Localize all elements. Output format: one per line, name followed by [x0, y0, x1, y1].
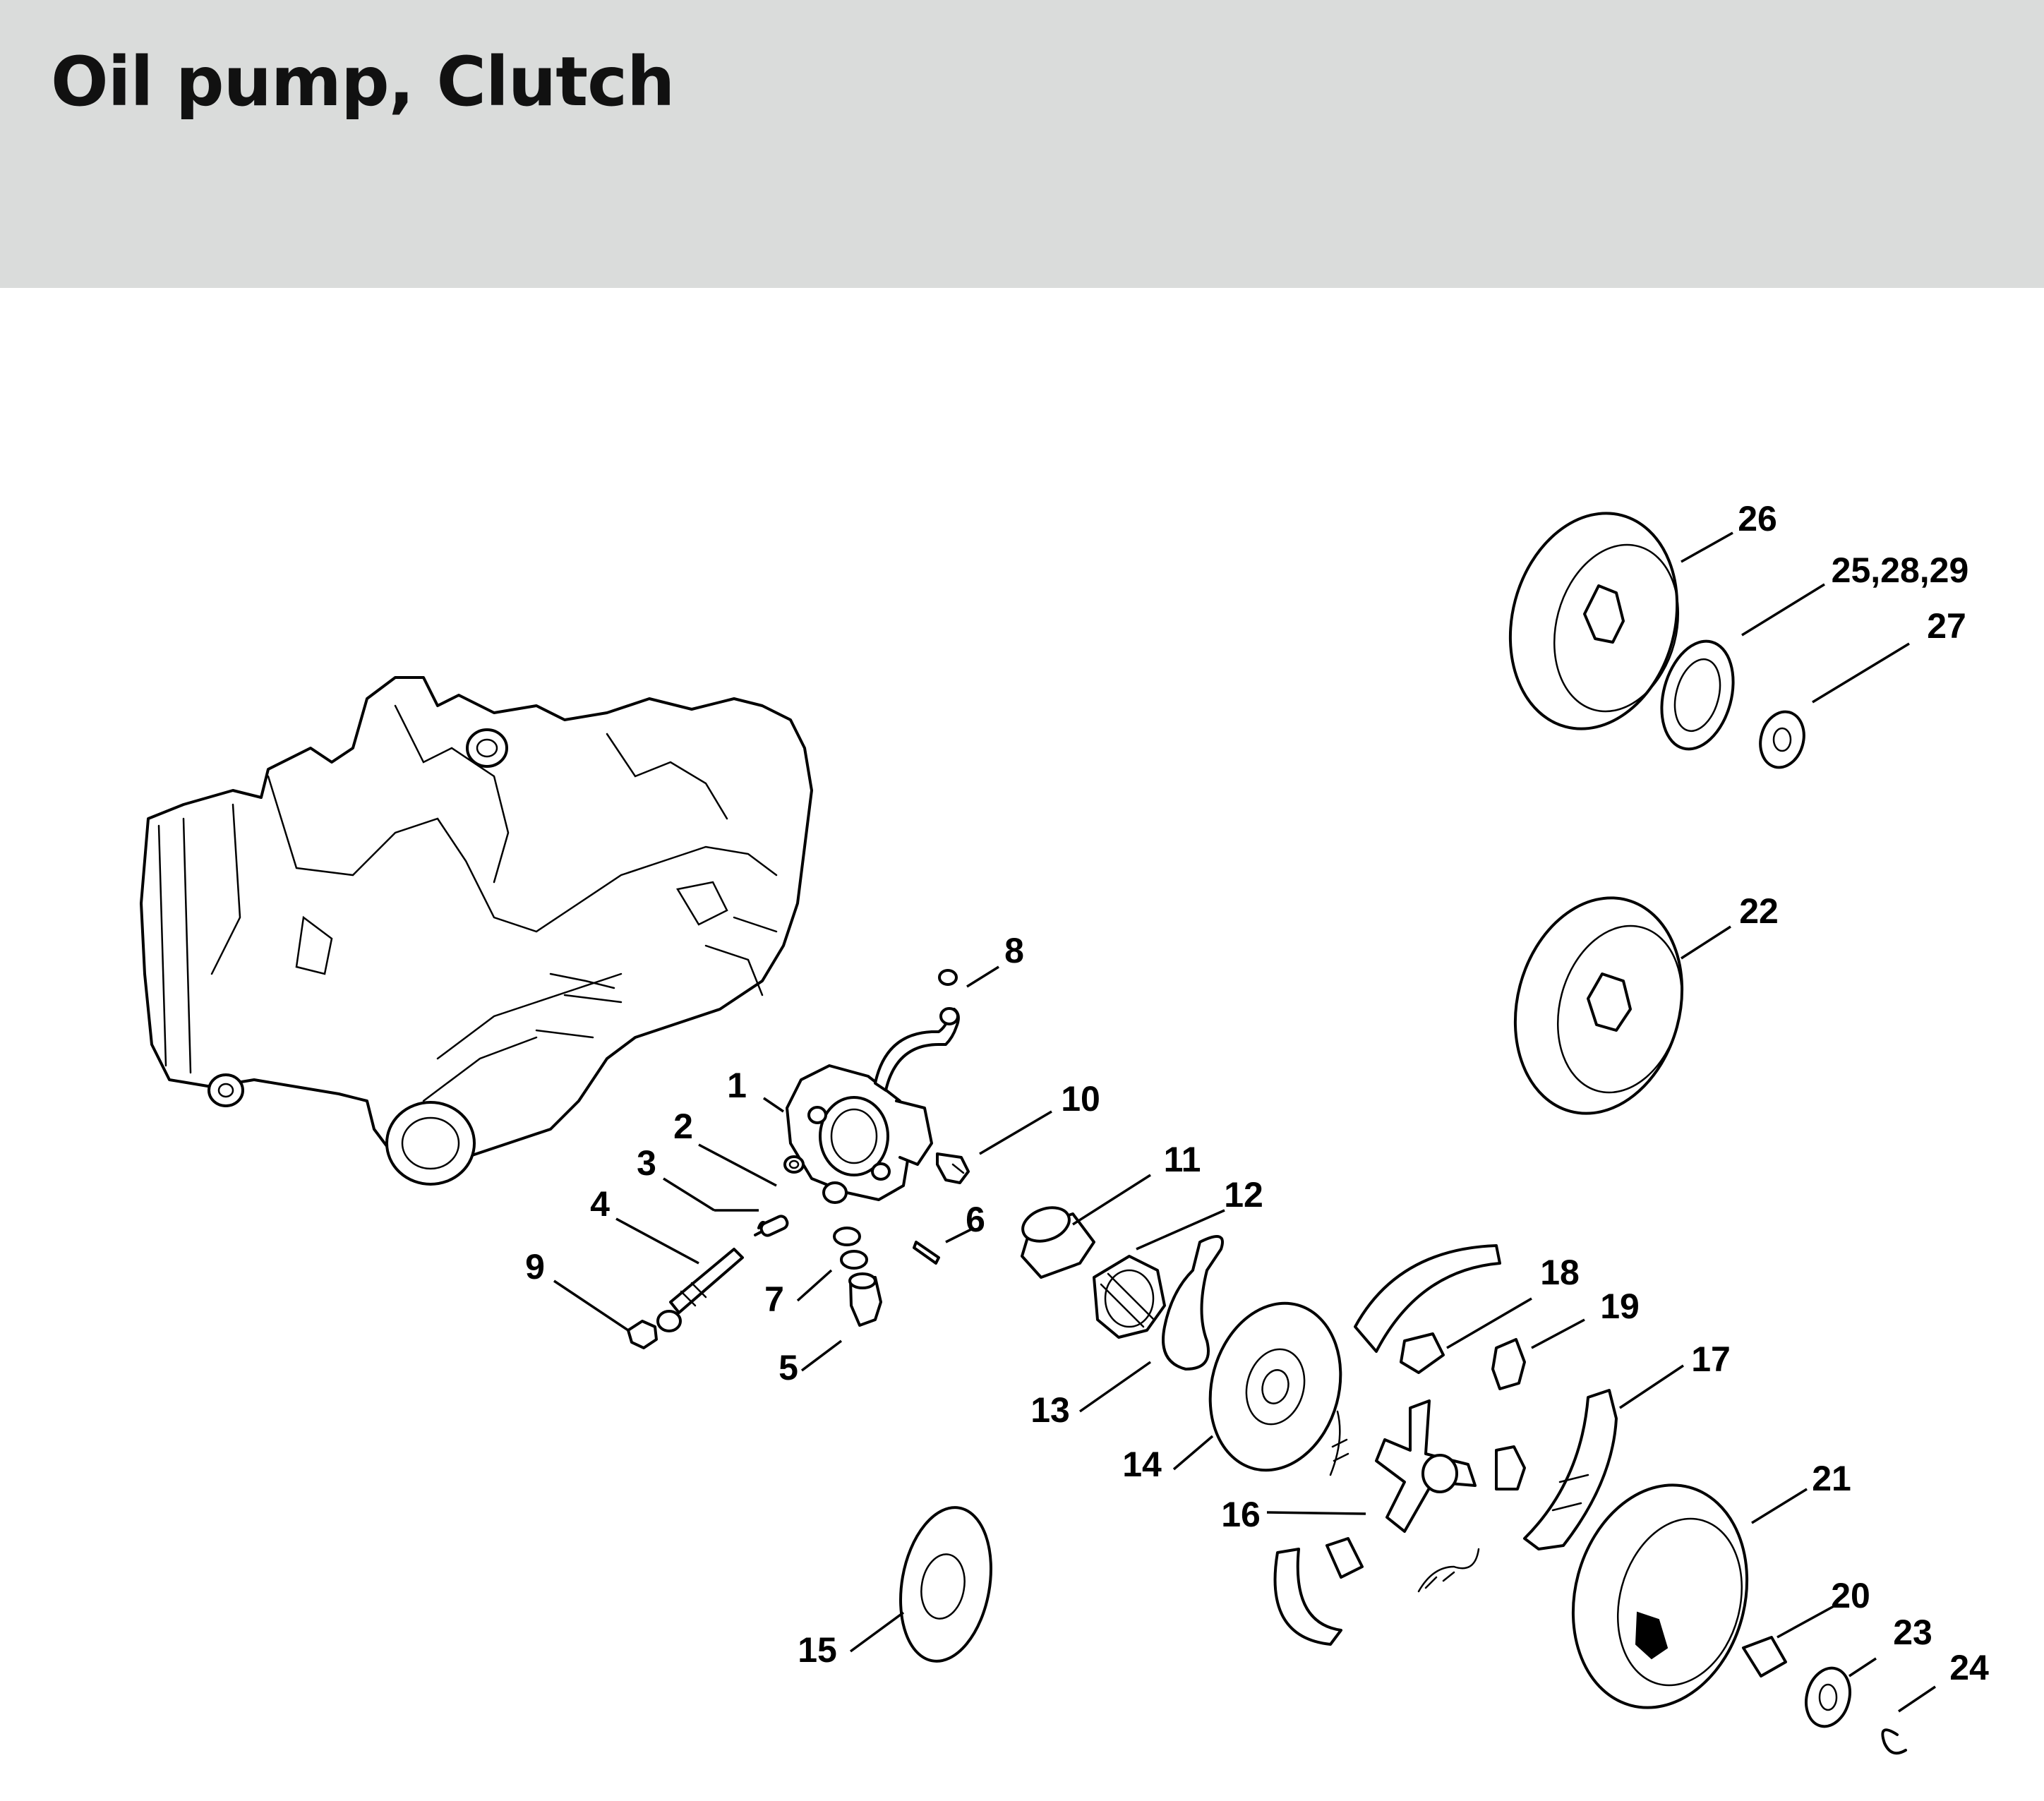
- callout-10: 10: [1061, 1079, 1100, 1119]
- callout-11: 11: [1164, 1140, 1201, 1179]
- callout-3: 3: [637, 1143, 656, 1183]
- clutch-parts-left: [899, 1206, 1342, 1663]
- leader-lines: [553, 531, 1936, 1713]
- crankcase-drawing: [140, 676, 813, 1186]
- callout-17: 17: [1691, 1339, 1731, 1379]
- callout-6: 6: [966, 1200, 985, 1239]
- callout-4: 4: [590, 1184, 610, 1224]
- oil-pump-small-parts: [627, 969, 970, 1349]
- callout-2: 2: [673, 1107, 693, 1146]
- callout-8: 8: [1004, 931, 1024, 970]
- callout-23: 23: [1893, 1613, 1932, 1652]
- callout-12: 12: [1224, 1175, 1263, 1215]
- callout-24: 24: [1949, 1648, 1989, 1687]
- callout-25-28-29: 25,28,29: [1832, 550, 1969, 590]
- callout-18: 18: [1540, 1253, 1580, 1292]
- callout-labels: 1 2 3 4 5 6 7 8 9 10 11 12 13 14 15 16 1…: [525, 499, 1989, 1687]
- callout-5: 5: [778, 1348, 798, 1387]
- callout-22: 22: [1739, 891, 1779, 931]
- callout-26: 26: [1738, 499, 1777, 538]
- callout-21: 21: [1812, 1459, 1851, 1498]
- clutch-shoes-drawing: [1273, 1244, 1618, 1646]
- header-bar: Oil pump, Clutch: [0, 0, 2044, 288]
- callout-15: 15: [798, 1630, 837, 1670]
- callout-20: 20: [1831, 1576, 1870, 1615]
- callout-1: 1: [727, 1066, 747, 1105]
- callout-16: 16: [1221, 1495, 1261, 1534]
- callout-13: 13: [1030, 1390, 1070, 1430]
- page-title: Oil pump, Clutch: [51, 42, 675, 121]
- callout-9: 9: [525, 1247, 545, 1287]
- oil-pump-drawing: [786, 1007, 960, 1204]
- callout-27: 27: [1927, 606, 1966, 646]
- callout-7: 7: [764, 1279, 784, 1319]
- clutch-drums-drawing: [1508, 512, 1907, 1755]
- callout-19: 19: [1600, 1287, 1640, 1326]
- callout-14: 14: [1122, 1445, 1162, 1484]
